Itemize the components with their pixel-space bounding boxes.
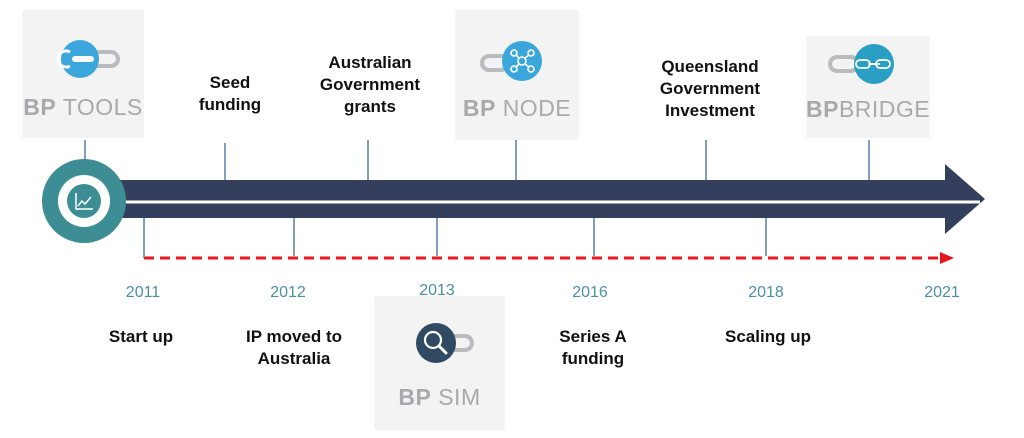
logo-bp-bridge: BPBRIDGE [806, 36, 930, 138]
logo-bp-bridge-text: BPBRIDGE [806, 96, 931, 122]
magnifier-icon [415, 323, 474, 363]
year-label: 2011 [125, 284, 161, 301]
timeline-arrow [80, 164, 985, 234]
event-australian-government-grants: Australian Government grants [320, 52, 420, 118]
event-label: Seed funding [198, 73, 262, 114]
logo-bp-node: BP NODE [455, 10, 579, 140]
event-label: Start up [108, 327, 174, 346]
year-label: 2021 [924, 284, 960, 301]
year-label: 2016 [572, 284, 608, 301]
event-label: Australian Government grants [319, 53, 421, 116]
event-ip-moved-to-australia: IP moved to Australia [246, 326, 342, 370]
start-circle [42, 159, 126, 243]
event-series-a-funding: Series A funding [559, 326, 626, 370]
network-node-icon [480, 41, 542, 81]
growth-chart-icon [75, 193, 93, 210]
logo-bp-sim: BP SIM [374, 296, 505, 430]
logo-bp-tools: BP TOOLS [22, 10, 144, 138]
logo-bp-tools-text: BP TOOLS [23, 94, 143, 120]
dashed-arrow [144, 252, 954, 264]
event-seed-funding: Seed funding [199, 72, 261, 116]
wrench-icon [56, 40, 120, 78]
year-label: 2018 [748, 284, 784, 301]
event-label: Queensland Government Investment [659, 57, 761, 120]
chain-link-icon [828, 44, 894, 84]
event-start-up: Start up [109, 326, 173, 348]
event-queensland-government-investment: Queensland Government Investment [660, 56, 760, 122]
year-label: 2012 [270, 284, 306, 301]
event-label: Series A funding [559, 327, 627, 368]
logo-bp-node-text: BP NODE [462, 95, 572, 121]
logo-bp-sim-text: BP SIM [398, 384, 481, 410]
year-label: 2013 [419, 282, 455, 299]
event-label: Scaling up [725, 327, 811, 346]
event-scaling-up: Scaling up [725, 326, 811, 348]
event-label: IP moved to Australia [245, 327, 343, 368]
